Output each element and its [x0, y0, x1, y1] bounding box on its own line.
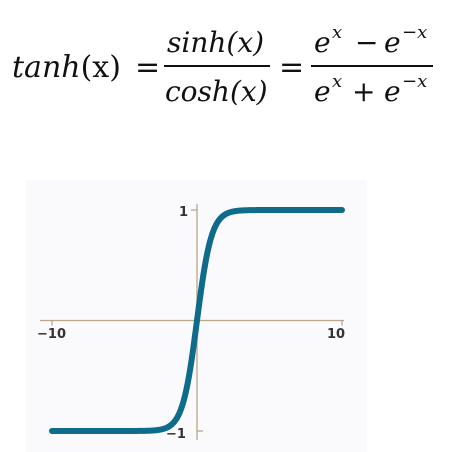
svg-text:−: − — [355, 26, 378, 59]
svg-text:−x: −x — [402, 22, 427, 43]
svg-text:e: e — [314, 75, 331, 108]
svg-text:−x: −x — [402, 71, 427, 92]
y-tick-label-min: −1 — [166, 427, 186, 442]
fraction2-numerator: e x − e −x — [314, 22, 427, 59]
fraction1-denominator: cosh(x) — [165, 75, 268, 108]
svg-text:e: e — [384, 26, 401, 59]
tanh-formula: tanh(x) = sinh(x) cosh(x) = e x − e −x e… — [12, 22, 433, 108]
plot-axes — [40, 204, 344, 440]
svg-text:x: x — [332, 71, 342, 92]
x-tick-label-min: −10 — [37, 327, 66, 342]
fraction1-numerator: sinh(x) — [167, 26, 264, 59]
y-tick-label-max: 1 — [179, 205, 188, 220]
fraction2-denominator: e x + e −x — [314, 71, 427, 108]
svg-text:+: + — [352, 75, 375, 108]
svg-text:x: x — [332, 22, 342, 43]
svg-text:e: e — [314, 26, 331, 59]
svg-text:e: e — [384, 75, 401, 108]
formula-equals-2: = — [279, 50, 304, 85]
tanh-curve — [49, 207, 345, 434]
formula-equals-1: = — [135, 50, 160, 85]
plot-tick-marks — [51, 209, 343, 432]
formula-lhs: tanh(x) — [12, 50, 121, 85]
x-tick-label-max: 10 — [327, 327, 345, 342]
